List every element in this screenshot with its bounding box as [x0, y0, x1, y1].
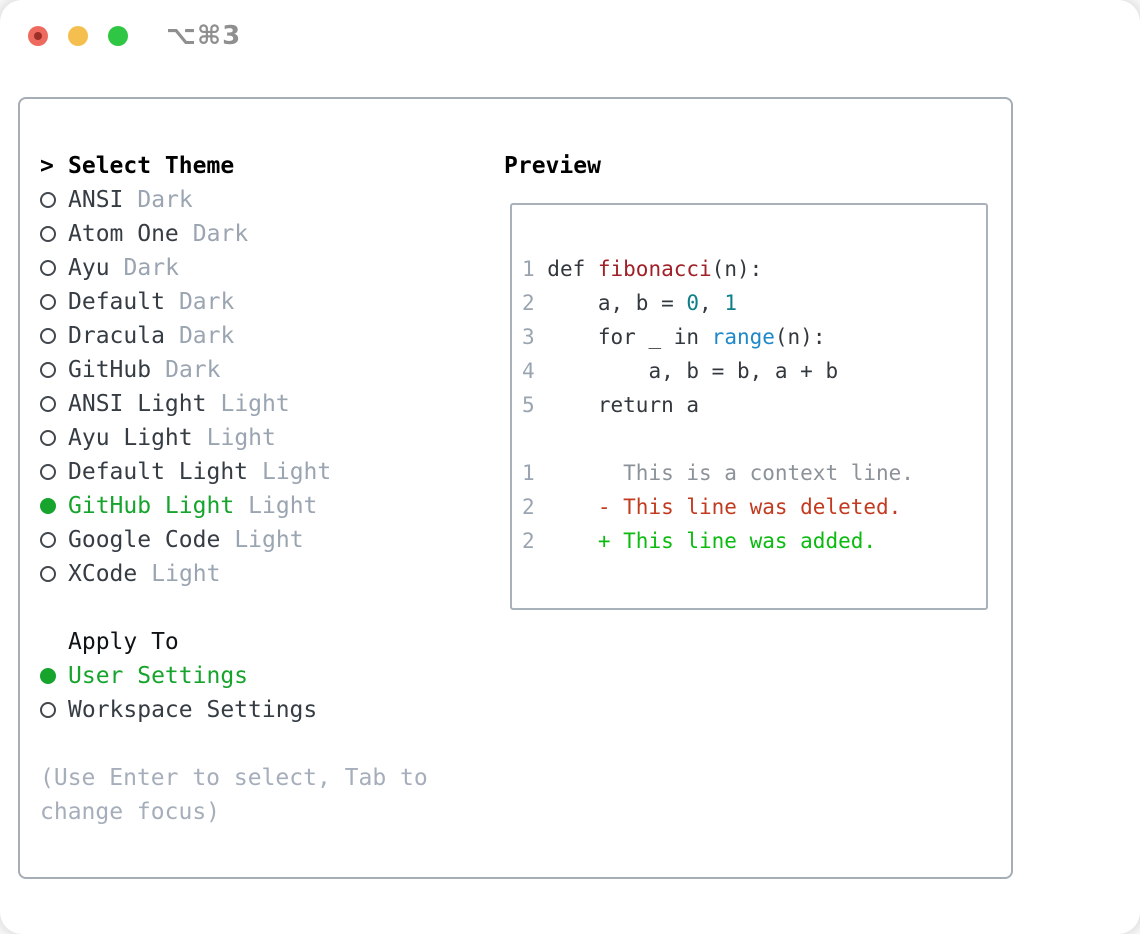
variant-tag: Dark: [178, 289, 235, 315]
variant-tag: Light: [220, 391, 290, 417]
code-line: 1 def fibonacci(n):: [522, 257, 763, 281]
radio-icon: [40, 260, 56, 276]
variant-tag: Dark: [123, 255, 179, 281]
radio-selected-icon: [40, 498, 56, 514]
variant-tag: Light: [262, 459, 332, 485]
titlebar: ⌥⌘3: [0, 0, 1140, 72]
variant-tag: Light: [234, 527, 304, 553]
code-line: 3 for _ in range(n):: [522, 325, 826, 349]
diff-line: 1 This is a context line.: [522, 461, 914, 485]
option-label: Dracula: [68, 323, 165, 349]
option-label: Atom One: [68, 221, 179, 247]
variant-tag: Dark: [178, 323, 235, 349]
window-title-shortcut: ⌥⌘3: [166, 21, 242, 51]
variant-tag: Dark: [137, 187, 193, 213]
option-label: ANSI: [68, 187, 124, 213]
preview-box: 1 def fibonacci(n): 2 a, b = 0, 1 3 for _ …: [510, 203, 988, 610]
radio-icon: [40, 566, 56, 582]
option-label: User Settings: [68, 663, 249, 689]
radio-icon: [40, 464, 56, 480]
theme-option-google-code[interactable]: Google Code Light: [40, 523, 490, 557]
unsaved-dot-icon: [34, 32, 42, 40]
theme-option-github-light[interactable]: GitHub Light Light: [40, 489, 490, 523]
spacer: [40, 727, 490, 761]
variant-tag: Light: [248, 493, 318, 519]
minimize-button[interactable]: [68, 26, 88, 46]
variant-tag: Light: [151, 561, 221, 587]
radio-icon: [40, 532, 56, 548]
caret-icon: >: [40, 153, 54, 179]
theme-option-default[interactable]: Default Dark: [40, 285, 490, 319]
theme-option-ansi-light[interactable]: ANSI Light Light: [40, 387, 490, 421]
radio-icon: [40, 430, 56, 446]
select-theme-header: > Select Theme: [40, 149, 490, 183]
theme-option-dracula[interactable]: Dracula Dark: [40, 319, 490, 353]
radio-icon: [40, 362, 56, 378]
radio-icon: [40, 294, 56, 310]
option-label: Default Light: [68, 459, 249, 485]
variant-tag: Light: [206, 425, 276, 451]
theme-option-ayu[interactable]: Ayu Dark: [40, 251, 490, 285]
radio-icon: [40, 192, 56, 208]
select-theme-title: Select Theme: [68, 153, 235, 179]
variant-tag: Dark: [165, 357, 221, 383]
preview-title: Preview: [504, 153, 601, 179]
option-label: XCode: [68, 561, 138, 587]
apply-option-user-settings[interactable]: User Settings: [40, 659, 490, 693]
theme-option-default-light[interactable]: Default Light Light: [40, 455, 490, 489]
preview-column: Preview 1 def fibonacci(n): 2 a, b = 0, 1…: [504, 149, 994, 610]
code-line: 2 a, b = 0, 1: [522, 291, 737, 315]
apply-option-workspace-settings[interactable]: Workspace Settings: [40, 693, 490, 727]
apply-to-title: Apply To: [68, 629, 179, 655]
diff-preview: 1 This is a context line. 2 - This line w…: [512, 456, 986, 558]
option-label: Ayu: [68, 255, 110, 281]
option-label: GitHub Light: [68, 493, 235, 519]
option-label: Ayu Light: [68, 425, 193, 451]
code-preview: 1 def fibonacci(n): 2 a, b = 0, 1 3 for _ …: [512, 205, 986, 422]
radio-icon: [40, 396, 56, 412]
help-text: (Use Enter to select, Tab to change focu…: [40, 765, 428, 825]
spacer: [40, 591, 490, 625]
code-line: 5 return a: [522, 393, 700, 417]
zoom-button[interactable]: [108, 26, 128, 46]
radio-icon: [40, 226, 56, 242]
apply-to-header: Apply To: [40, 625, 490, 659]
close-button[interactable]: [28, 26, 48, 46]
radio-selected-icon: [40, 668, 56, 684]
variant-tag: Dark: [192, 221, 249, 247]
option-label: GitHub: [68, 357, 152, 383]
diff-line: 2 - This line was deleted.: [522, 495, 902, 519]
option-label: Workspace Settings: [68, 697, 318, 723]
option-label: ANSI Light: [68, 391, 207, 417]
theme-option-github[interactable]: GitHub Dark: [40, 353, 490, 387]
theme-option-xcode[interactable]: XCode Light: [40, 557, 490, 591]
radio-icon: [40, 328, 56, 344]
radio-icon: [40, 702, 56, 718]
option-label: Google Code: [68, 527, 221, 553]
preview-header: Preview: [504, 149, 994, 183]
theme-option-ayu-light[interactable]: Ayu Light Light: [40, 421, 490, 455]
theme-option-ansi[interactable]: ANSI Dark: [40, 183, 490, 217]
code-line: 4 a, b = b, a + b: [522, 359, 839, 383]
option-label: Default: [68, 289, 165, 315]
diff-line: 2 + This line was added.: [522, 529, 877, 553]
theme-option-atom-one[interactable]: Atom One Dark: [40, 217, 490, 251]
